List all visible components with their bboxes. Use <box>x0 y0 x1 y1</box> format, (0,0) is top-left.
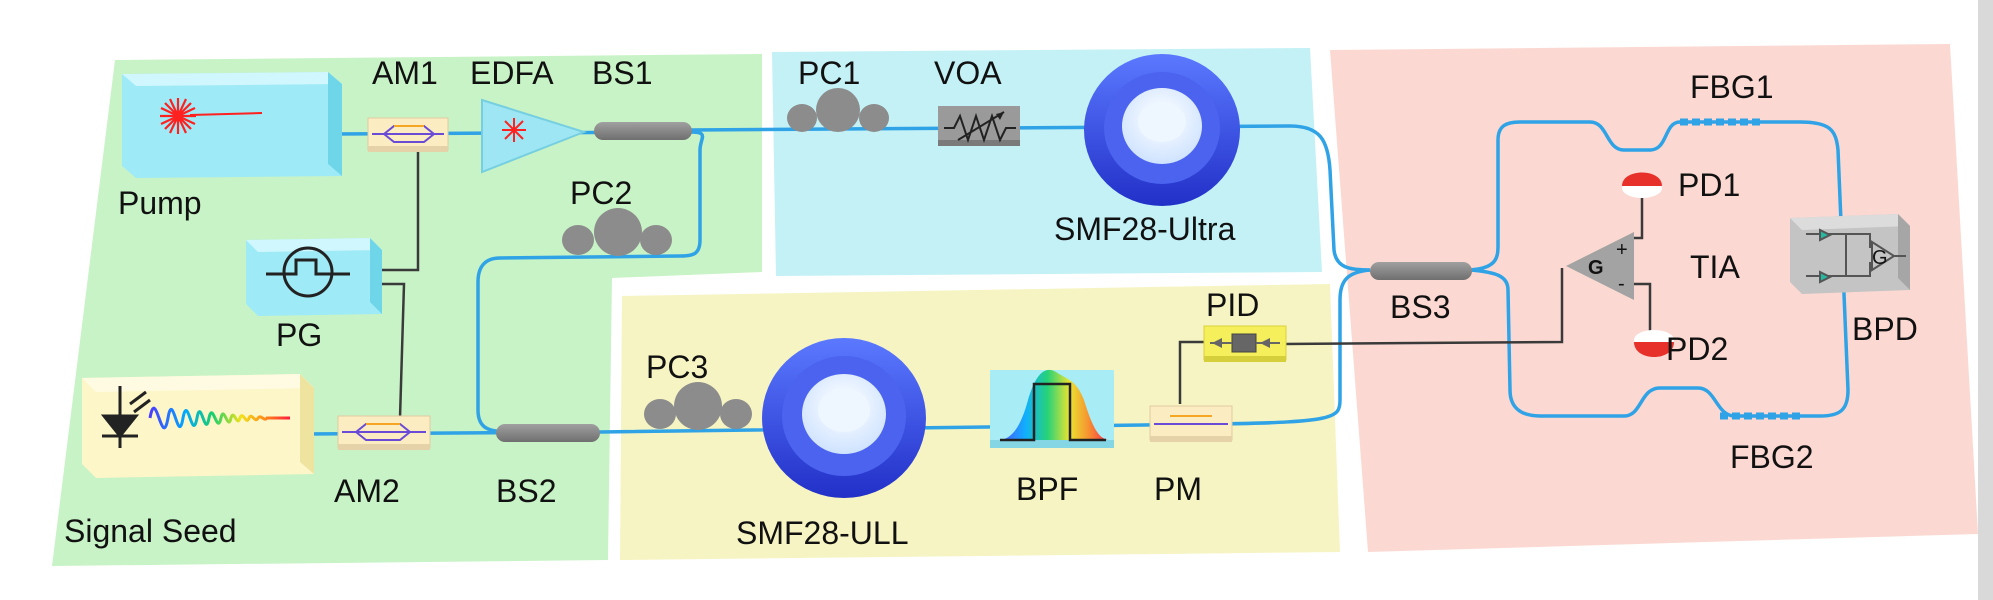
label-voa: VOA <box>934 55 1002 91</box>
tia-gain-label: G <box>1588 257 1604 279</box>
pd1-photodiode <box>1622 172 1662 198</box>
label-pd1: PD1 <box>1678 167 1740 203</box>
label-bpf: BPF <box>1016 471 1078 507</box>
voa-attenuator <box>938 106 1020 146</box>
label-fbg1: FBG1 <box>1690 69 1774 105</box>
edfa-amplifier <box>481 98 588 174</box>
label-pump: Pump <box>118 185 202 221</box>
label-edfa: EDFA <box>470 55 554 91</box>
edfa-pump-icon <box>502 118 526 142</box>
wire-pd2-to-tia <box>1634 282 1652 334</box>
pulse-icon <box>266 246 350 298</box>
wire-pid-to-pm <box>1178 340 1206 404</box>
bs1-splitter <box>594 122 692 140</box>
label-smf-ull: SMF28-ULL <box>736 515 909 551</box>
label-bs1: BS1 <box>592 55 652 91</box>
wire-tia-to-pid <box>1283 268 1564 346</box>
wave-icon <box>148 406 290 430</box>
label-pm: PM <box>1154 471 1202 507</box>
am2-modulator <box>337 415 431 450</box>
am1-modulator <box>367 117 449 152</box>
diode-icon <box>100 386 151 448</box>
pd2-photodiode <box>1634 330 1674 357</box>
laser-burst-icon <box>160 98 263 134</box>
bpd-gain-label: G <box>1872 247 1888 269</box>
fiber-bs2-to-pm <box>599 268 1371 434</box>
pulse-generator <box>246 238 382 316</box>
label-tia: TIA <box>1690 249 1740 285</box>
label-am1: AM1 <box>372 55 438 91</box>
label-pid: PID <box>1206 287 1259 323</box>
label-smf-ultra: SMF28-Ultra <box>1054 211 1236 247</box>
bs2-splitter <box>496 424 600 442</box>
bpd-detector: G <box>1790 214 1910 294</box>
smf-ull-spool <box>762 338 926 498</box>
pc1-paddles <box>787 88 889 132</box>
right-edge-bar <box>1978 0 1993 600</box>
label-signal-seed: Signal Seed <box>64 513 237 549</box>
label-pg: PG <box>276 317 322 353</box>
fiber-bs1-to-bs3 <box>689 124 1371 272</box>
electrical-wires <box>380 146 1652 419</box>
pink-panel <box>1330 44 1978 552</box>
fiber-bs3-to-fbg1 <box>1469 120 1850 418</box>
label-am2: AM2 <box>334 473 400 509</box>
label-fbg2: FBG2 <box>1730 439 1814 475</box>
tia-amplifier: G + - <box>1566 232 1634 300</box>
pid-controller <box>1203 325 1287 362</box>
label-pc2: PC2 <box>570 175 632 211</box>
label-pc1: PC1 <box>798 55 860 91</box>
bpd-circuit-icon <box>1806 228 1906 284</box>
label-bpd: BPD <box>1852 311 1918 347</box>
component-labels: AM1 EDFA BS1 PC1 VOA FBG1 Pump PC2 PD1 S… <box>64 55 1918 551</box>
pc3-paddles <box>644 382 752 430</box>
label-pc3: PC3 <box>646 349 708 385</box>
bpf-filter <box>990 369 1114 448</box>
fiber-bs1-to-bs2 <box>476 130 705 434</box>
wire-am1-to-pg <box>380 146 420 272</box>
signal-seed-source <box>82 374 314 478</box>
pc2-paddles <box>562 208 672 256</box>
label-pd2: PD2 <box>1666 331 1728 367</box>
tia-plus-sign: + <box>1616 239 1628 261</box>
bs3-splitter <box>1370 262 1472 280</box>
wire-pg-to-am2 <box>380 282 406 419</box>
label-bs2: BS2 <box>496 473 556 509</box>
pm-modulator <box>1149 405 1233 442</box>
label-bs3: BS3 <box>1390 289 1450 325</box>
tia-minus-sign: - <box>1618 273 1625 295</box>
pump-laser <box>122 72 342 178</box>
smf-ultra-spool <box>1084 54 1240 206</box>
wire-pd1-to-tia <box>1634 180 1644 240</box>
spectrum-icon <box>998 369 1108 440</box>
